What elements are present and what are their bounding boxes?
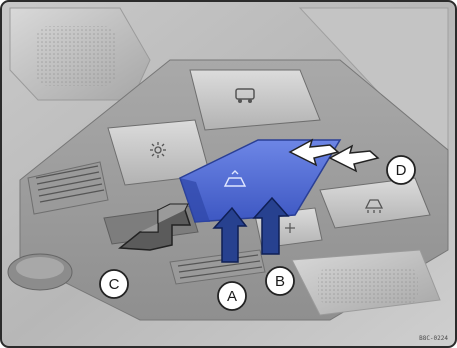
svg-text:D: D [396, 162, 407, 179]
svg-text:C: C [109, 276, 120, 293]
upper-button [190, 70, 320, 130]
reference-code: B8C-0224 [419, 335, 448, 342]
callout-b: B [266, 267, 294, 295]
svg-text:A: A [227, 288, 237, 305]
svg-text:B: B [275, 273, 285, 290]
callout-a: A [218, 282, 246, 310]
callout-c: C [100, 270, 128, 298]
handle-knob [8, 254, 72, 290]
callout-d: D [387, 156, 415, 184]
